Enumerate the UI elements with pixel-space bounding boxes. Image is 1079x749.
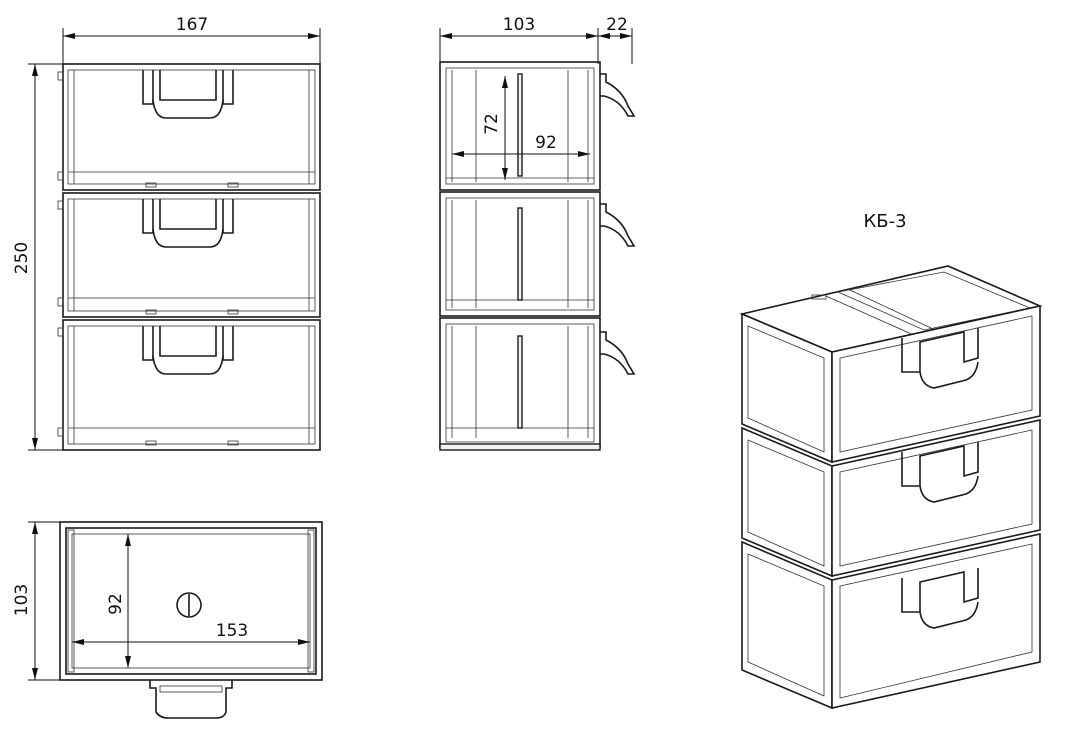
side-drawer-2 [439,191,636,317]
side-handle-label: 22 [606,15,628,35]
side-inner-depth-label: 92 [535,133,557,153]
iso-drawer-2 [741,419,1041,578]
side-depth-label: 103 [503,15,535,35]
top-view: 103 92 153 [12,521,323,719]
side-view: 103 22 72 92 [439,15,636,451]
front-width-label: 167 [176,15,208,35]
iso-drawer-1 [741,305,1041,464]
top-depth-label: 103 [12,584,32,616]
front-view: 167 250 [12,15,321,451]
side-drawer-3 [439,317,636,451]
top-inner-width-label: 153 [216,621,248,641]
top-inner-depth-label: 92 [106,593,126,615]
top-divider-slot [176,592,202,618]
front-drawer-2 [57,192,321,318]
iso-drawer-3 [741,533,1041,710]
side-drawer-1 [439,61,636,191]
model-label: КБ-3 [863,211,906,232]
front-height-label: 250 [12,242,32,274]
side-inner-height-label: 72 [482,113,502,135]
front-drawer-1 [57,63,321,191]
front-drawer-3 [57,319,321,451]
iso-view: КБ-3 [739,211,1043,710]
